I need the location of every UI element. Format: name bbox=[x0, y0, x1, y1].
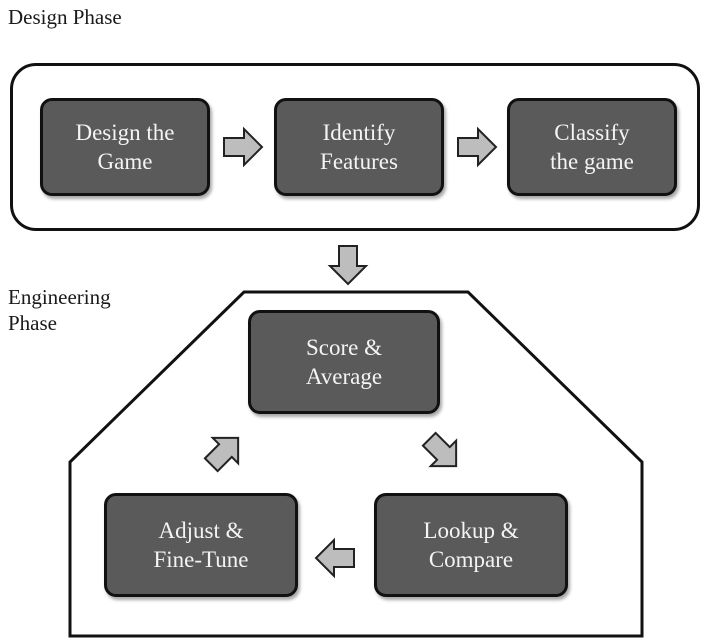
design-the-game-box: Design the Game bbox=[40, 98, 210, 196]
arrow-up-right-icon bbox=[197, 424, 252, 479]
arrow-down-icon bbox=[329, 245, 367, 285]
identify-features-box: Identify Features bbox=[274, 98, 444, 196]
arrow-down-right-icon bbox=[415, 425, 470, 480]
score-average-box: Score & Average bbox=[248, 310, 440, 414]
arrow-right-icon bbox=[457, 128, 497, 166]
arrow-right-icon bbox=[223, 128, 263, 166]
classify-the-game-box: Classify the game bbox=[507, 98, 677, 196]
design-phase-label: Design Phase bbox=[8, 5, 122, 29]
engineering-phase-label: Engineering Phase bbox=[8, 285, 111, 335]
adjust-fine-tune-box: Adjust & Fine-Tune bbox=[104, 493, 298, 597]
arrow-left-icon bbox=[315, 539, 355, 577]
lookup-compare-box: Lookup & Compare bbox=[374, 493, 568, 597]
